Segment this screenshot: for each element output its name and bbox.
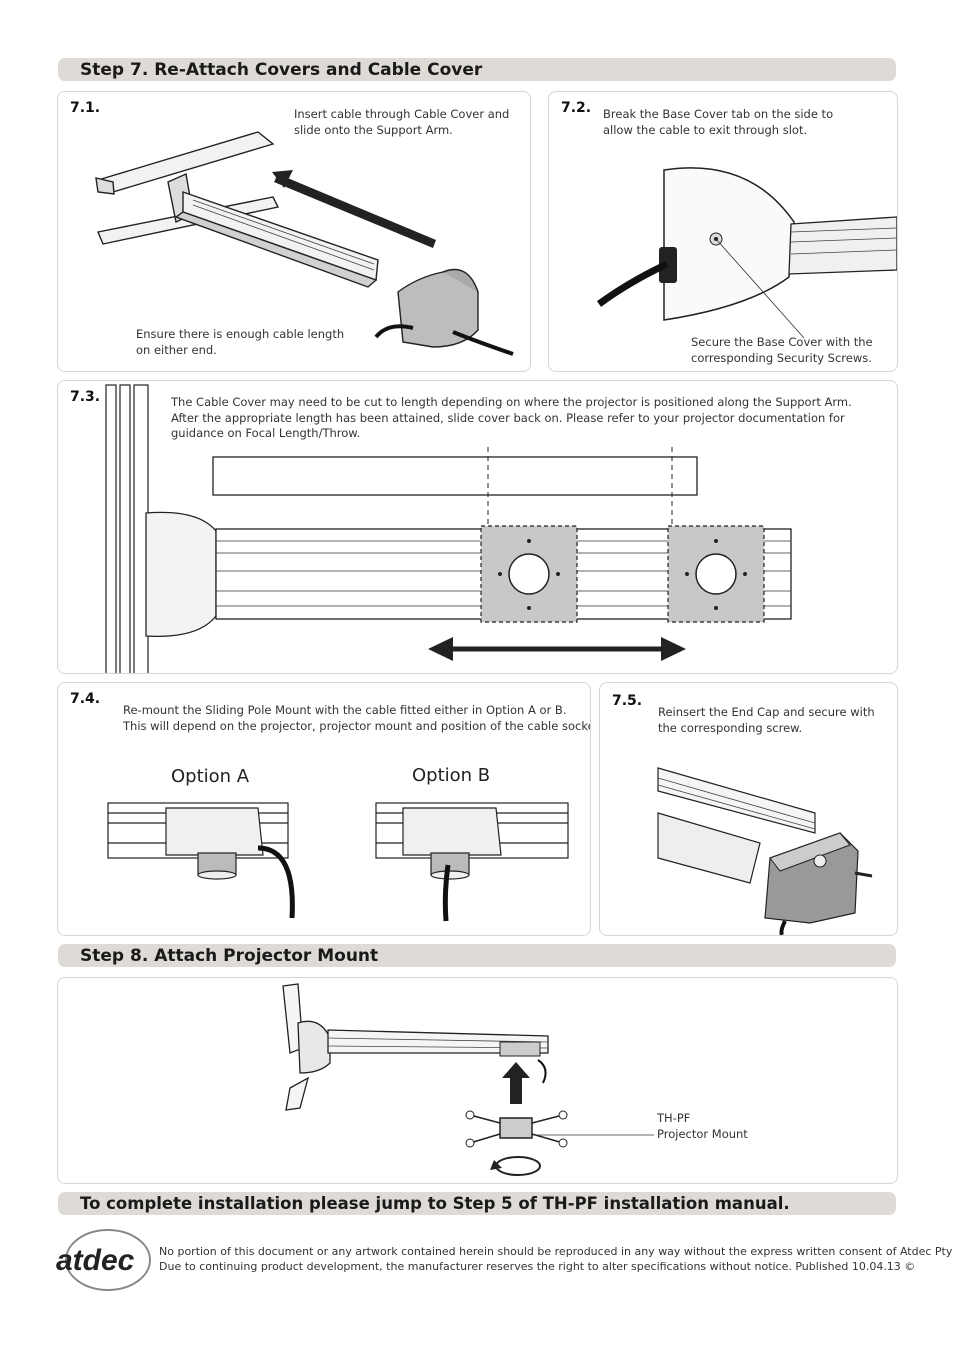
option-b-label: Option B: [412, 765, 491, 786]
panel-7-3: 7.3. The Cable Cover may need to be cut …: [57, 380, 898, 674]
option-a-label: Option A: [171, 766, 250, 787]
step7-title: Step 7. Re-Attach Covers and Cable Cover: [80, 60, 483, 80]
legal-notice: No portion of this document or any artwo…: [159, 1245, 954, 1273]
base-cover-illustration: [596, 167, 897, 339]
instruction-text: The Cable Cover may need to be cut to le…: [171, 395, 852, 440]
step-number: 7.2.: [561, 100, 592, 116]
projector-mount-callout: TH-PF Projector Mount: [657, 1111, 748, 1141]
cable-cover-illustration: [95, 131, 514, 356]
instruction-text: Secure the Base Cover with the correspon…: [691, 335, 873, 365]
step-number: 7.3.: [70, 389, 101, 405]
panel-7-5: 7.5. Reinsert the End Cap and secure wit…: [599, 682, 898, 936]
instruction-text: Reinsert the End Cap and secure with the…: [658, 705, 875, 735]
panel-7-4: 7.4. Re-mount the Sliding Pole Mount wit…: [57, 682, 591, 936]
instruction-text: Ensure there is enough cable length on e…: [136, 327, 345, 357]
logo-text: atdec: [56, 1244, 135, 1277]
panel-7-1: 7.1. Insert cable through Cable Cover an…: [57, 91, 531, 372]
step8-header: Step 8. Attach Projector Mount: [58, 944, 896, 967]
end-cap-illustration: [657, 767, 873, 935]
cut-to-length-illustration: [105, 384, 792, 673]
completion-text: To complete installation please jump to …: [80, 1194, 790, 1213]
projector-mount-illustration: [282, 983, 654, 1176]
atdec-logo: atdec: [56, 1229, 151, 1291]
panel-step-8: TH-PF Projector Mount: [57, 977, 898, 1184]
instruction-text: Break the Base Cover tab on the side to …: [603, 107, 834, 137]
instruction-text: Insert cable through Cable Cover and sli…: [294, 107, 510, 137]
panel-7-2: 7.2. Break the Base Cover tab on the sid…: [548, 91, 898, 372]
step8-title: Step 8. Attach Projector Mount: [80, 946, 379, 966]
step-number: 7.4.: [70, 691, 101, 707]
step7-header: Step 7. Re-Attach Covers and Cable Cover: [58, 58, 896, 81]
option-a-illustration: [107, 802, 569, 922]
instruction-text: Re-mount the Sliding Pole Mount with the…: [123, 703, 591, 733]
step-number: 7.1.: [70, 100, 101, 116]
step-number: 7.5.: [612, 693, 643, 709]
completion-banner: To complete installation please jump to …: [58, 1192, 896, 1215]
